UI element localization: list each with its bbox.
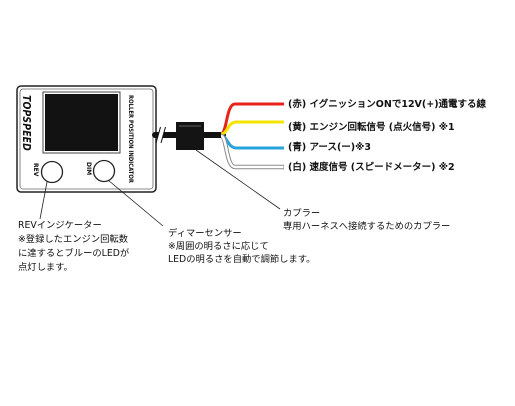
dim-button-label: DIM [85, 162, 92, 175]
dim-callout: ディマーセンサー ※周囲の明るさに応じて LEDの明るさを自動で調節します。 [168, 227, 315, 265]
rev-leader-line [39, 181, 48, 220]
wire-white [220, 134, 284, 169]
rev-button-label: REV [32, 163, 39, 177]
cable-break-mark [156, 128, 165, 142]
wire-yellow [220, 120, 284, 136]
rev-button [40, 160, 64, 184]
rev-callout-title: REVインジケーター [18, 220, 102, 231]
indicator-device: TOPSPEED ROLLER POSITION INDICATOR REV D… [16, 85, 157, 193]
wire-label-yellow: (黄) エンジン回転信号 (点火信号) ※1 [288, 121, 455, 133]
dim-leader-line [107, 179, 164, 227]
wire-label-blue: (青) アース(ー)※3 [288, 141, 371, 153]
rev-callout-line: 点灯します。 [18, 262, 73, 273]
rev-callout: REVインジケーター ※登録したエンジン回転数 に達するとブルーのLEDが 点灯… [18, 220, 130, 273]
dim-callout-line: ※周囲の明るさに応じて [168, 240, 269, 252]
rev-callout-line: に達するとブルーのLEDが [18, 247, 130, 259]
rev-callout-line: ※登録したエンジン回転数 [18, 233, 129, 245]
model-label: ROLLER POSITION INDICATOR [127, 95, 133, 183]
brand-logo: TOPSPEED [20, 95, 32, 151]
display-screen [45, 94, 118, 151]
wire-bundle [219, 102, 284, 170]
device-bezel [19, 88, 154, 190]
coupler-highlight [179, 125, 201, 127]
wire-label-white: (白) 速度信号 (スピードメーター) ※2 [288, 161, 455, 173]
coupler-callout: カプラー 専用ハーネスへ接続するためのカプラー [283, 208, 450, 232]
coupler-callout-title: カプラー [283, 208, 320, 219]
coupler-callout-line: 専用ハーネスへ接続するためのカプラー [283, 220, 450, 232]
wire-label-red: (赤) イグニッションONで12V(+)通電する線 [288, 98, 487, 110]
dim-callout-line: LEDの明るさを自動で調節します。 [168, 253, 315, 265]
display-frame [42, 91, 121, 154]
dim-callout-title: ディマーセンサー [168, 227, 242, 239]
coupler-leader-line [195, 149, 281, 210]
dim-button [92, 159, 116, 183]
